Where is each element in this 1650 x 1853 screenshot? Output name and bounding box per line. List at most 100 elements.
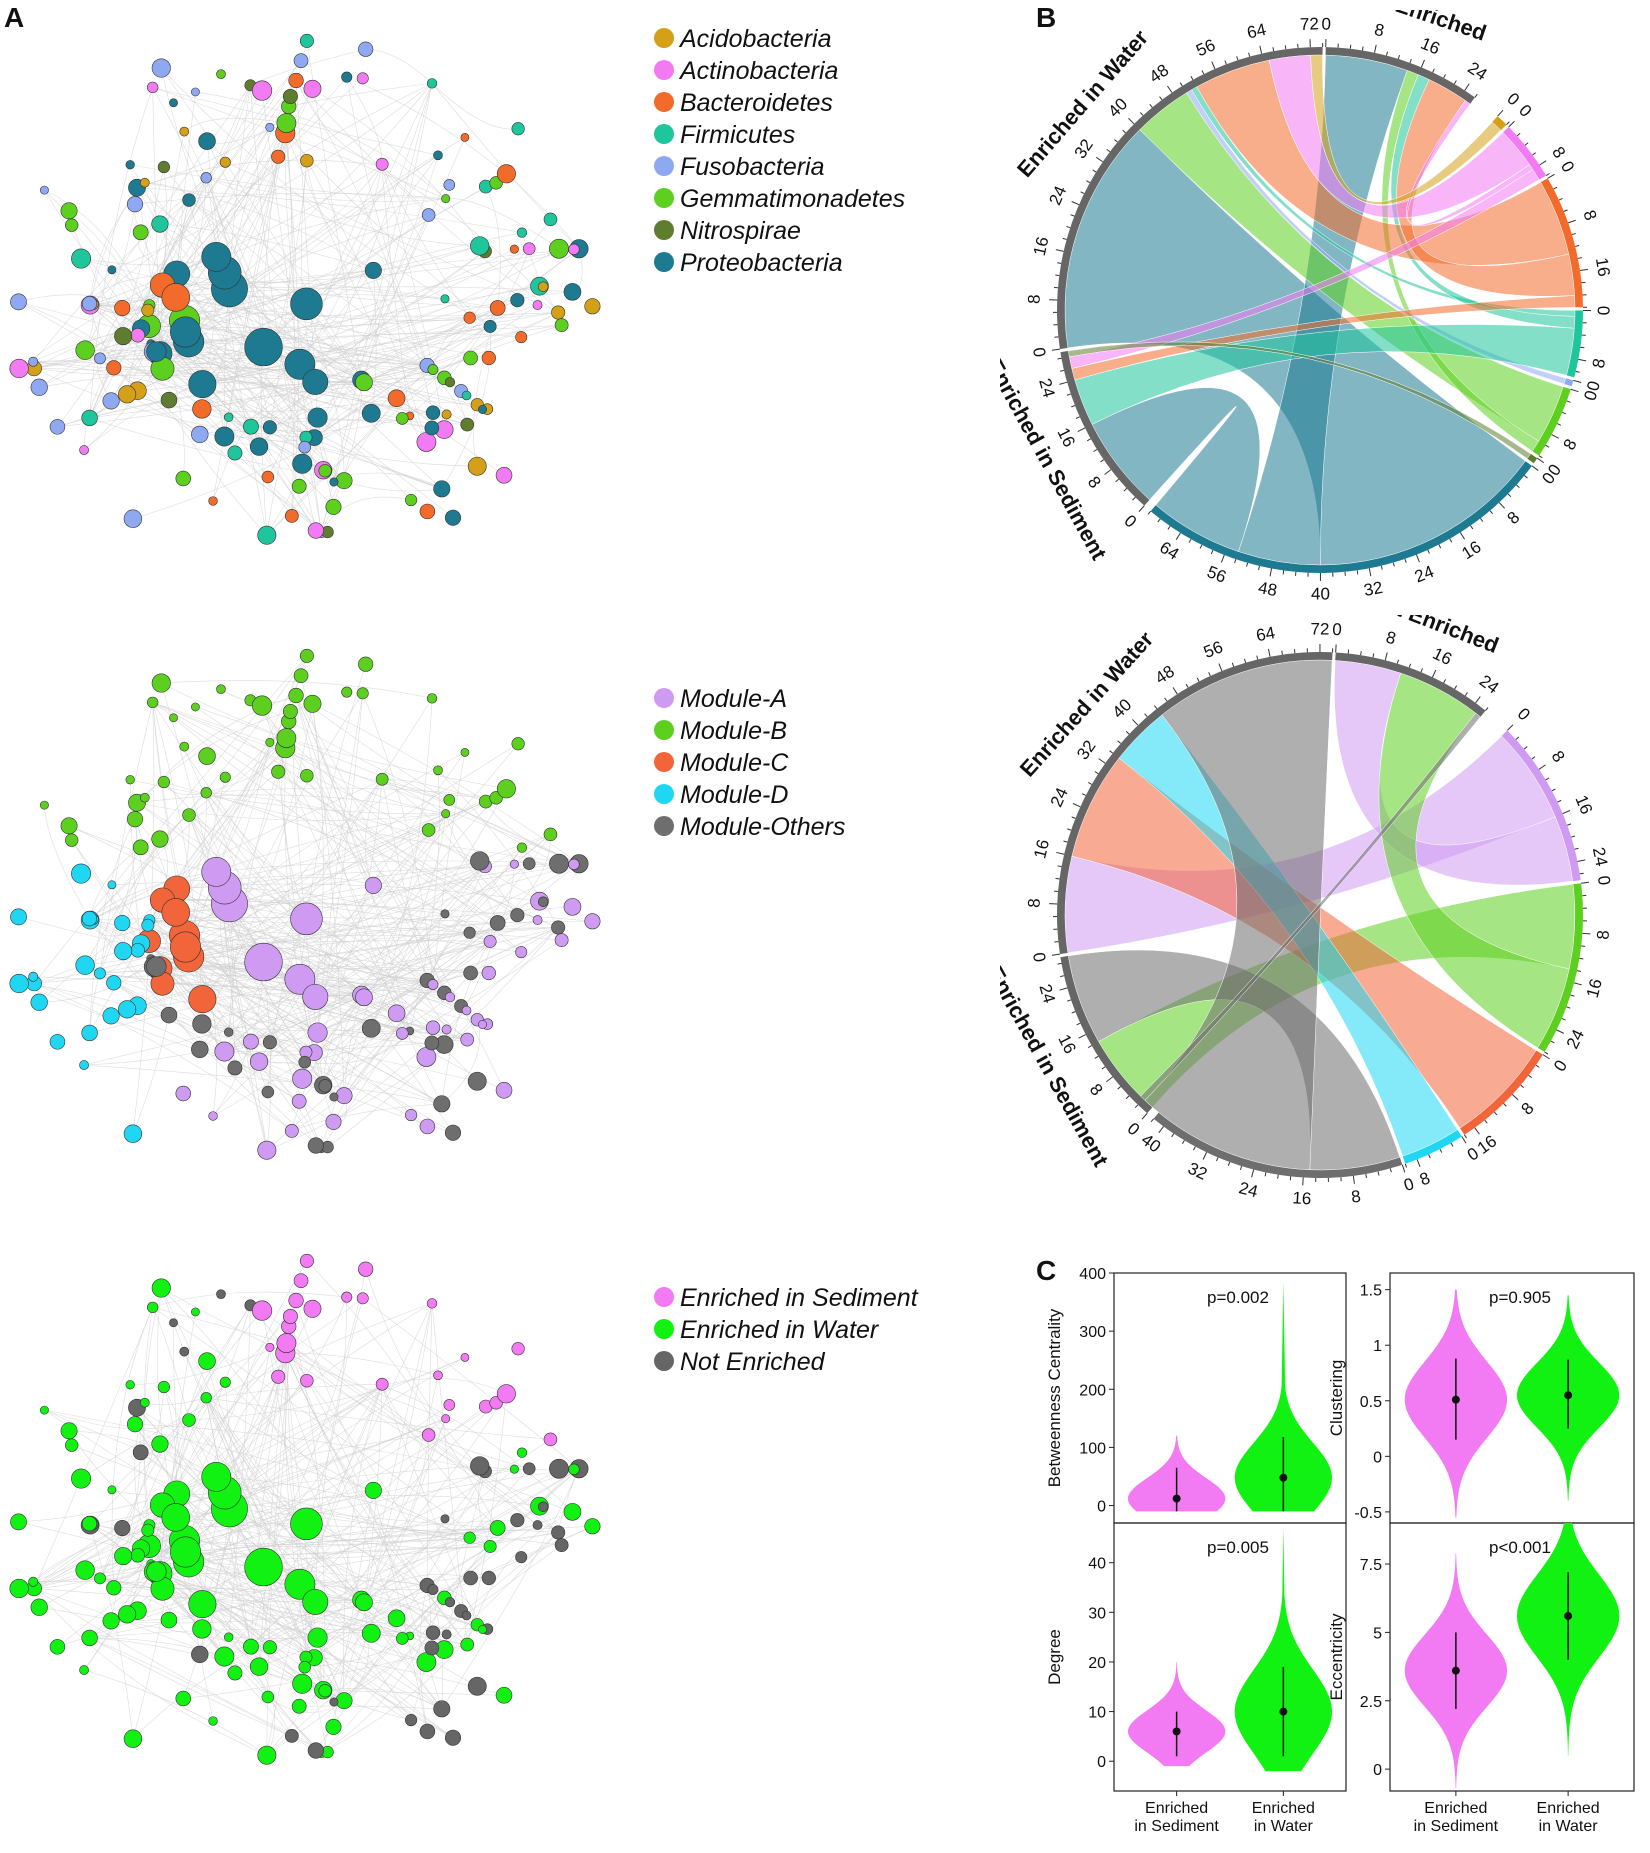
chord-tick [1259,45,1263,54]
chord-tick [1557,423,1562,426]
chord-tick [1516,484,1520,488]
network-edge [258,980,428,1062]
chord-tick [1115,478,1119,483]
network-edge [419,1585,428,1732]
network-edge [89,90,263,419]
network-node [299,648,314,663]
network-node [440,1514,450,1524]
network-node [440,294,450,304]
network-edge [333,83,433,483]
chord-sector [1527,453,1538,464]
chord-tick [1431,669,1437,678]
network-node [496,164,516,184]
network-node [356,687,369,700]
network-node [543,827,558,842]
network-edge [363,1471,486,1603]
network-edge [206,1397,551,1440]
network-edge [195,706,580,865]
chord-link [1074,324,1575,425]
chord-link [1390,74,1576,329]
network-node [433,765,443,776]
chord-tick [1575,244,1580,247]
network-node [516,227,528,238]
network-node [201,242,232,272]
network-edge [184,655,308,936]
chord-tick [1551,434,1559,439]
y-tick-label: 400 [1079,1266,1106,1283]
chord-tick [1404,1163,1408,1168]
chord-tick-label: 0 [1514,704,1534,724]
network-node [387,389,406,408]
chord-tick-label: 40 [1311,584,1330,603]
chord-tick [1497,109,1504,117]
y-tick-label: 200 [1079,1382,1106,1399]
network-edge [299,664,366,980]
network-edge [33,1581,316,1603]
network-node [28,1576,39,1587]
network-edge [202,312,559,385]
chord-sector [1532,386,1571,456]
network-node [355,373,373,392]
chord-tick [1172,687,1178,695]
network-node [30,1598,48,1616]
network-edge [162,245,480,369]
network-node [224,1632,234,1642]
chord-tick [1218,663,1223,672]
network-edge [148,940,362,996]
network-edge [184,117,287,132]
network-edge [89,871,217,919]
chord-tick [1132,496,1136,501]
network-node [467,456,487,476]
chord-tick [1264,1172,1267,1177]
chord-link [1406,100,1534,227]
network-edge [34,368,468,425]
chord-tick-label: 8 [1579,208,1600,223]
network-edge [68,1430,186,1553]
chord-tick-label: 72 [1310,619,1329,638]
chord-tick [1154,705,1158,710]
chord-tick [1461,1136,1467,1144]
network-edge [343,1524,538,1701]
chord-tick [1051,953,1060,956]
network-edge [258,1393,507,1667]
network-node [318,1079,332,1093]
chord-tick-label: 32 [1071,136,1097,162]
y-tick-label: 5 [1373,1625,1382,1642]
network-node [318,1684,332,1698]
network-edge [258,1326,290,1667]
network-edge [89,919,201,1050]
network-node [125,160,135,170]
network-node [549,238,569,259]
chord-tick [1071,201,1080,206]
network-node [151,1278,171,1298]
network-node [441,409,452,420]
network-node [75,955,95,975]
network-edge [89,737,287,921]
chord-tick [1454,685,1458,690]
network-edge [258,379,362,447]
network-edge [224,1468,560,1657]
network-node [49,1639,66,1655]
chord-tick-label: 16 [1583,977,1606,1000]
p-value: p=0.905 [1489,1288,1551,1307]
network-edge [202,248,560,385]
network-edge [188,1561,454,1738]
network-edge [83,1476,217,1671]
network-node [563,283,582,301]
network-edge [202,155,439,385]
y-tick-label: 0 [1097,1499,1106,1516]
network-node [426,693,438,704]
network-node [208,496,218,506]
network-edge [431,83,519,130]
network-edge [33,1357,466,1589]
chord-tick [1179,82,1183,87]
network-edge [305,1418,446,1658]
y-tick-label: 7.5 [1360,1557,1382,1574]
network-node [118,385,137,404]
chord-tick [1401,1164,1406,1173]
network-node [291,1698,307,1714]
network-node [470,851,490,871]
network-node [358,41,374,57]
